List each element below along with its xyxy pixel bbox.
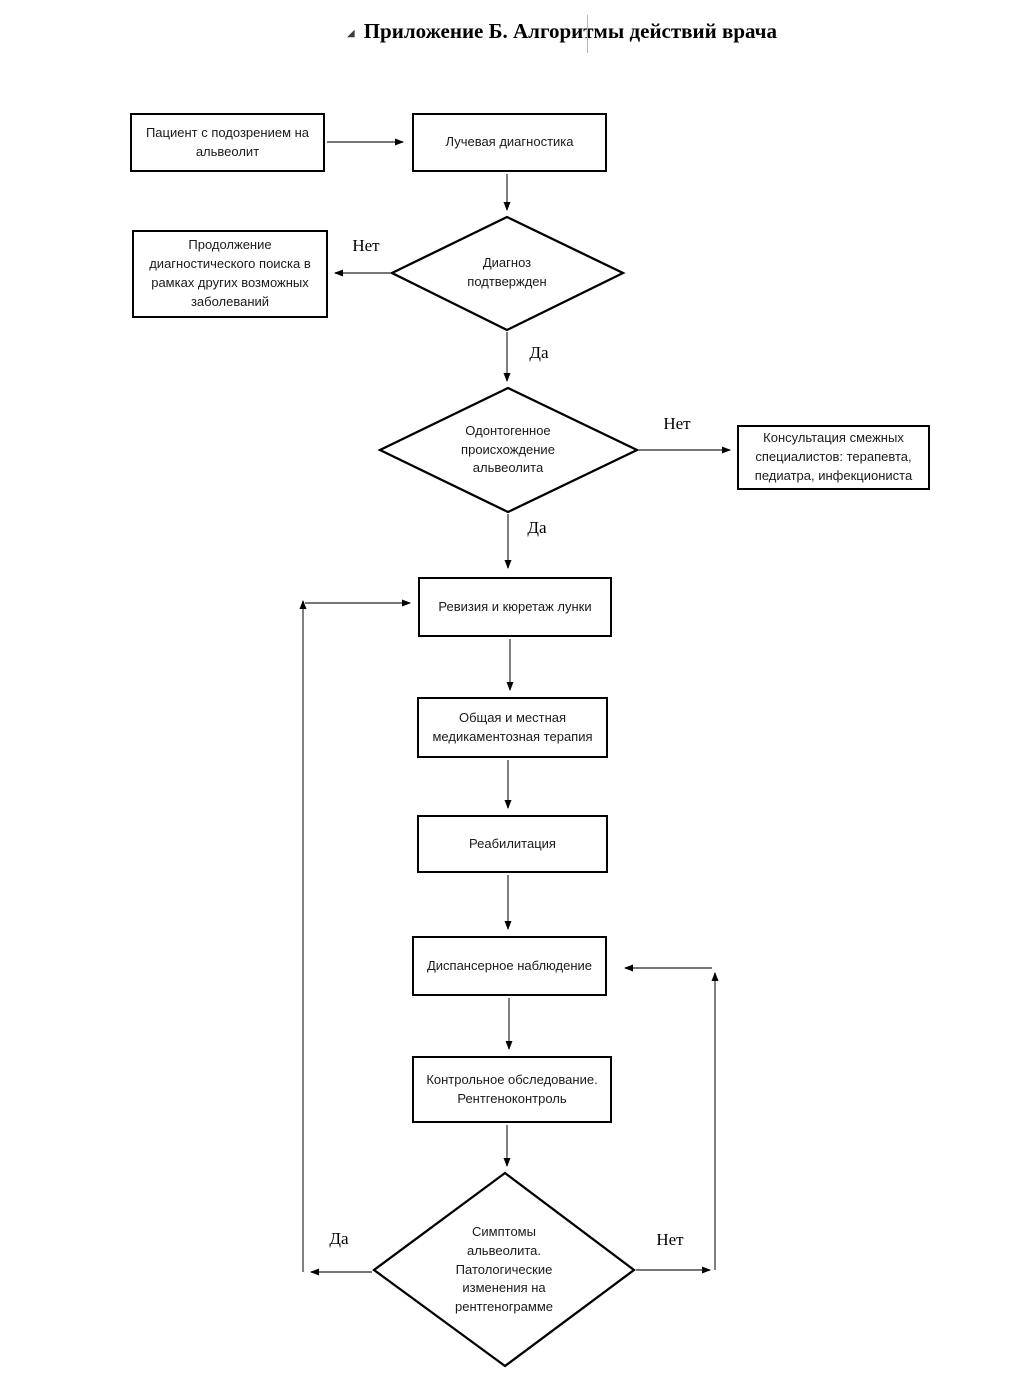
edge-label-yes-odontogenic: Да (527, 518, 547, 537)
node-revision: Ревизия и кюретаж лунки (418, 577, 612, 637)
node-patient: Пациент с подозрением на альвеолит (130, 113, 325, 172)
edge-label-no-symptoms: Нет (656, 1230, 684, 1249)
text-cursor (587, 15, 588, 53)
node-revision-label: Ревизия и кюретаж лунки (438, 598, 592, 614)
edge-label-no-odontogenic: Нет (663, 414, 691, 433)
edge-label-yes-diagnosis: Да (529, 343, 549, 362)
node-consultation-label: Консультация смежных специалистов: терап… (754, 430, 913, 483)
diamond-odontogenic-origin (377, 386, 640, 514)
node-continue-search: Продолжение диагностического поиска в ра… (132, 230, 328, 318)
node-diagnosis-confirmed: Диагноз подтвержден (437, 250, 577, 296)
node-rehabilitation: Реабилитация (417, 815, 608, 873)
node-dispensary: Диспансерное наблюдение (412, 936, 607, 996)
node-symptoms-label: Симптомы альвеолита. Патологические изме… (455, 1223, 553, 1315)
node-odontogenic-origin-label: Одонтогенное происхождение альвеолита (461, 422, 555, 476)
node-odontogenic-origin: Одонтогенное происхождение альвеолита (428, 421, 588, 479)
node-dispensary-label: Диспансерное наблюдение (426, 957, 593, 973)
node-control-exam-label: Контрольное обследование. Рентгеноконтро… (426, 1071, 598, 1106)
node-patient-label: Пациент с подозрением на альвеолит (145, 124, 310, 159)
outline-collapse-icon[interactable]: ◢ (347, 27, 355, 39)
node-consultation: Консультация смежных специалистов: терап… (737, 425, 930, 490)
node-radiology: Лучевая диагностика (412, 113, 607, 172)
node-continue-search-label: Продолжение диагностического поиска в ра… (149, 237, 311, 309)
node-therapy: Общая и местная медикаментозная терапия (417, 697, 608, 758)
diamond-diagnosis-confirmed (389, 215, 626, 332)
diamond-symptoms (372, 1171, 636, 1368)
node-rehabilitation-label: Реабилитация (469, 835, 556, 851)
node-diagnosis-confirmed-label: Диагноз подтвержден (467, 255, 547, 289)
node-therapy-label: Общая и местная медикаментозная терапия (432, 709, 593, 744)
edge-label-no-diagnosis: Нет (352, 236, 380, 255)
edge-label-yes-symptoms: Да (329, 1229, 349, 1248)
node-symptoms: Симптомы альвеолита. Патологические изме… (424, 1222, 584, 1318)
page-title: Приложение Б. Алгоритмы действий врача (363, 19, 777, 43)
node-radiology-label: Лучевая диагностика (445, 134, 574, 150)
node-control-exam: Контрольное обследование. Рентгеноконтро… (412, 1056, 612, 1123)
section-heading: ◢ Приложение Б. Алгоритмы действий врача (347, 19, 777, 44)
